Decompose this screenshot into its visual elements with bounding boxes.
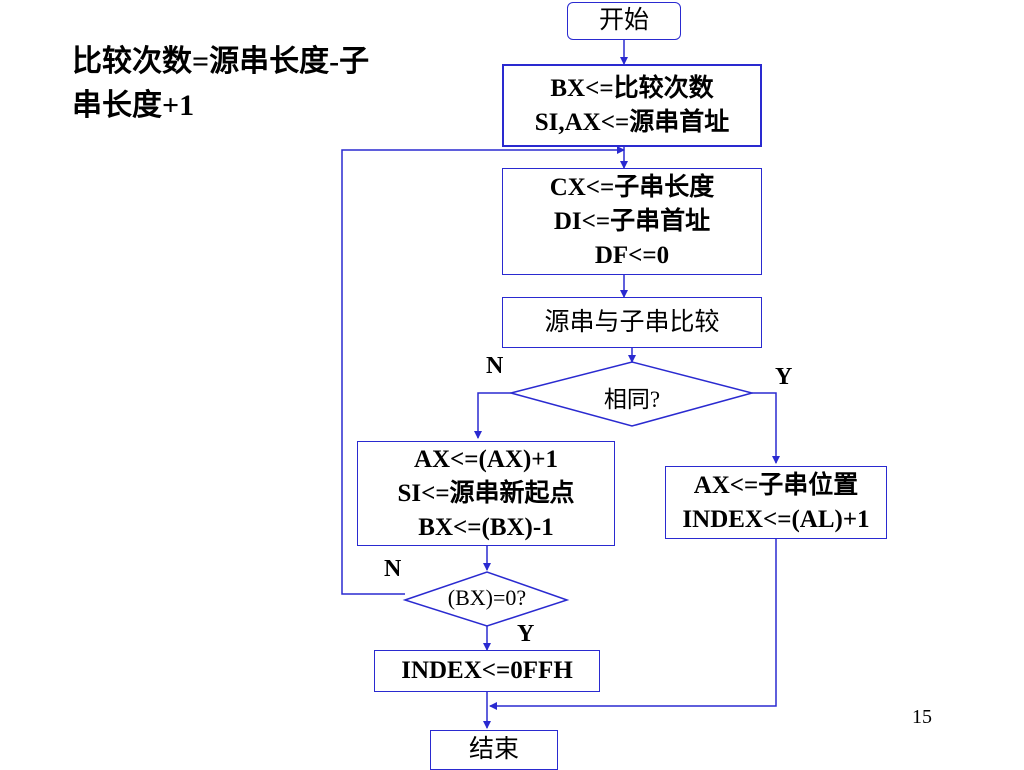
start-node: 开始 [567,2,681,40]
label-yes-2: Y [517,621,535,647]
label-yes-1: Y [775,364,793,390]
found-line-2: INDEX<=(AL)+1 [682,505,870,533]
found-line-1: AX<=子串位置 [693,471,859,499]
setup-line-3: DF<=0 [594,241,670,269]
edge-found-merge [489,539,777,710]
update-line-3: BX<=(BX)-1 [418,513,554,541]
decision-same-text: 相同? [603,387,661,412]
notfound-node: INDEX<=0FFH [374,650,600,692]
note-line-1: 比较次数=源串长度-子 [72,45,370,78]
end-node: 结束 [430,730,558,770]
setup-node: CX<=子串长度 DI<=子串首址 DF<=0 [502,168,762,275]
label-no-2: N [384,556,402,582]
update-line-2: SI<=源串新起点 [397,479,575,507]
decision-bxzero-shape [402,571,570,627]
init-line-1: BX<=比较次数 [550,74,714,102]
note-line-2: 串长度+1 [72,89,195,122]
decision-bxzero-text: (BX)=0? [447,585,527,610]
found-node: AX<=子串位置 INDEX<=(AL)+1 [665,466,887,539]
edge-bxzero-loop [341,146,625,595]
notfound-text: INDEX<=0FFH [401,657,573,684]
label-no-1: N [486,353,504,379]
update-node: AX<=(AX)+1 SI<=源串新起点 BX<=(BX)-1 [357,441,615,546]
page-number: 15 [912,706,932,728]
init-line-2: SI,AX<=源串首址 [534,108,730,136]
edge-same-no [474,392,511,439]
edge-same-yes [752,392,780,464]
note-comparison-count: 比较次数=源串长度-子 串长度+1 [72,40,432,128]
init-node: BX<=比较次数 SI,AX<=源串首址 [502,64,762,147]
decision-same-shape [508,361,755,427]
compare-text: 源串与子串比较 [544,308,720,336]
setup-line-1: CX<=子串长度 [549,173,715,201]
start-text: 开始 [598,7,649,34]
end-text: 结束 [468,736,519,763]
update-line-1: AX<=(AX)+1 [413,445,559,473]
compare-node: 源串与子串比较 [502,297,762,348]
setup-line-2: DI<=子串首址 [553,207,711,235]
